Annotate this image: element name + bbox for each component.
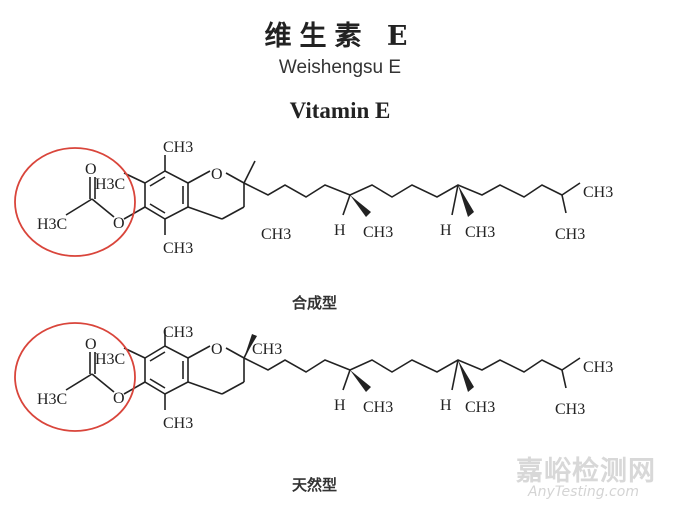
ring-oxygen-label: O <box>211 166 223 183</box>
chain-h1-label: H <box>334 222 346 239</box>
chain-h1-label: H <box>334 397 346 414</box>
title-chinese: 维生素 E <box>264 21 416 52</box>
title-english: Vitamin E <box>289 98 391 123</box>
ring-methyl-left-label: H3C <box>95 351 125 368</box>
ring-methyl-bottom-label: CH3 <box>163 240 193 257</box>
ring-methyl-top-label: CH3 <box>163 324 193 341</box>
structure-synthetic: CH3 H3C CH3 O O H3C O CH3 H CH3 H CH3 CH… <box>14 139 613 257</box>
terminal-methyl-bottom-label: CH3 <box>555 226 585 243</box>
caption-synthetic: 合成型 <box>292 294 338 312</box>
terminal-methyl-top-label: CH3 <box>583 184 613 201</box>
chain-h2-label: H <box>440 397 452 414</box>
chain-methyl2-label: CH3 <box>465 399 495 416</box>
watermark-chinese: 嘉峪检测网 <box>516 456 656 487</box>
ester-methyl-label: H3C <box>37 216 67 233</box>
ester-carbonyl-oxygen-label: O <box>85 336 97 353</box>
caption-natural: 天然型 <box>292 476 338 494</box>
ring-methyl-top-label: CH3 <box>163 139 193 156</box>
ring-oxygen-label: O <box>211 341 223 358</box>
ring-methyl-bottom-label: CH3 <box>163 415 193 432</box>
watermark-english: AnyTesting.com <box>528 484 639 500</box>
structure-natural: CH3 H3C CH3 O O H3C O CH3 H CH3 H CH3 CH… <box>14 322 613 432</box>
chain-h2-label: H <box>440 222 452 239</box>
ester-carbonyl-oxygen-label: O <box>85 161 97 178</box>
ester-oxygen-label: O <box>113 390 125 407</box>
chain-methyl2-label: CH3 <box>465 224 495 241</box>
chain-methyl1-label: CH3 <box>363 399 393 416</box>
title-pinyin: Weishengsu E <box>278 57 402 78</box>
ester-oxygen-label: O <box>113 215 125 232</box>
c2-methyl-label: CH3 <box>252 341 282 358</box>
c2-methyl-label: CH3 <box>261 226 291 243</box>
ring-methyl-left-label: H3C <box>95 176 125 193</box>
terminal-methyl-top-label: CH3 <box>583 359 613 376</box>
ester-methyl-label: H3C <box>37 391 67 408</box>
terminal-methyl-bottom-label: CH3 <box>555 401 585 418</box>
chain-methyl1-label: CH3 <box>363 224 393 241</box>
